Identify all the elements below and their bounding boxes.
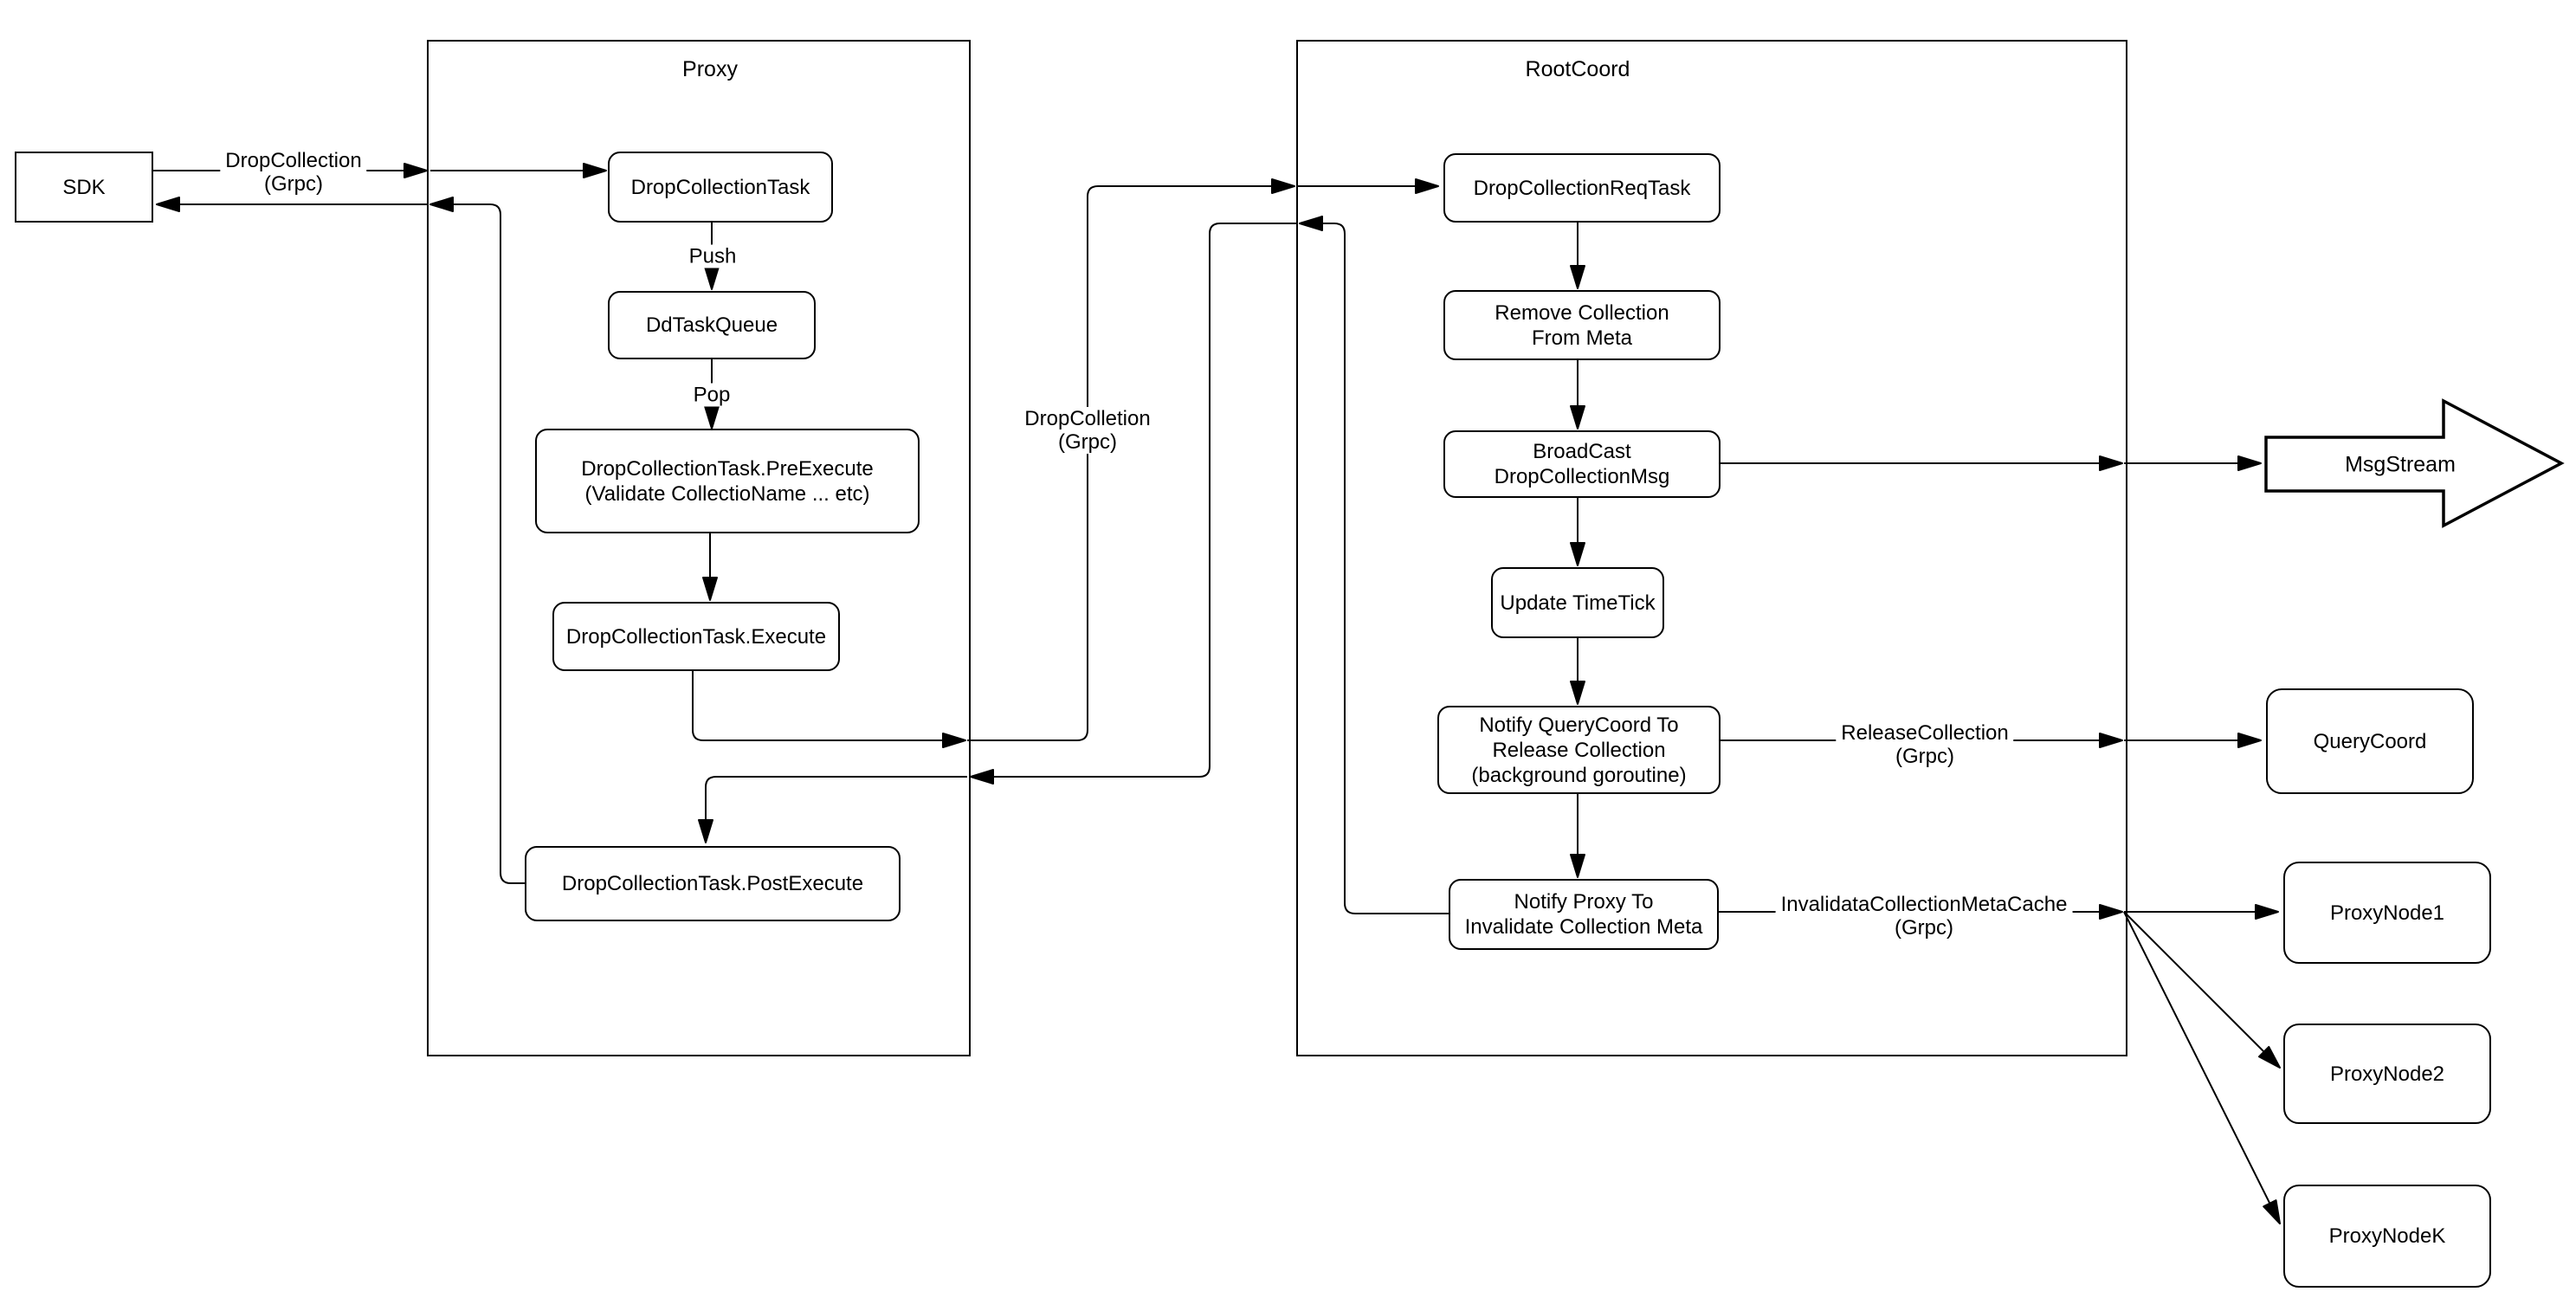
- node-remove-collection: Remove Collection From Meta: [1443, 290, 1721, 360]
- edge-label-releasecollection-grpc: ReleaseCollection (Grpc): [1836, 721, 2014, 768]
- node-update-timetick: Update TimeTick: [1491, 567, 1664, 638]
- node-proxynode1: ProxyNode1: [2283, 862, 2491, 964]
- edge-label-pop: Pop: [688, 383, 736, 407]
- edge-notifyproxy-return-to-border: [1299, 216, 1449, 914]
- rootcoord-container: [1296, 40, 2127, 1056]
- edge-execute-to-proxy-border: [692, 671, 966, 748]
- edge-return-rootcoord-to-proxy: [970, 223, 1296, 785]
- node-proxynode2: ProxyNode2: [2283, 1024, 2491, 1124]
- rootcoord-container-title: RootCoord: [1525, 57, 1630, 81]
- edge-label-dropcolletion-grpc: DropColletion (Grpc): [1019, 407, 1156, 454]
- edge-fanout-to-proxynodek: [2123, 911, 2281, 1224]
- proxy-container: [427, 40, 971, 1056]
- edge-postexecute-reply-to-border: [429, 197, 525, 884]
- node-proxynodek: ProxyNodeK: [2283, 1185, 2491, 1288]
- edge-label-dropcollection-grpc: DropCollection (Grpc): [220, 149, 367, 196]
- node-notify-proxy: Notify Proxy To Invalidate Collection Me…: [1449, 879, 1719, 950]
- edge-fanout-to-proxynode2: [2123, 911, 2281, 1069]
- edge-label-invalidate-metacache-grpc: InvalidataCollectionMetaCache (Grpc): [1775, 893, 2073, 940]
- node-post-execute: DropCollectionTask.PostExecute: [525, 846, 901, 921]
- node-broadcast: BroadCast DropCollectionMsg: [1443, 430, 1721, 498]
- edge-return-into-postexecute: [698, 776, 967, 843]
- edge-label-push: Push: [683, 244, 742, 268]
- msgstream-label: MsgStream: [2345, 452, 2456, 477]
- msgstream-block-arrow: [2264, 398, 2565, 528]
- node-querycoord: QueryCoord: [2266, 688, 2474, 794]
- node-drop-collection-task: DropCollectionTask: [608, 152, 833, 223]
- node-dd-task-queue: DdTaskQueue: [608, 291, 816, 359]
- node-drop-collection-req-task: DropCollectionReqTask: [1443, 153, 1721, 223]
- node-execute: DropCollectionTask.Execute: [552, 602, 840, 671]
- proxy-container-title: Proxy: [682, 57, 738, 81]
- edge-proxy-to-rootcoord-border: [967, 178, 1295, 741]
- node-pre-execute: DropCollectionTask.PreExecute (Validate …: [535, 429, 920, 533]
- node-sdk: SDK: [15, 152, 153, 223]
- node-notify-querycoord: Notify QueryCoord To Release Collection …: [1437, 706, 1721, 794]
